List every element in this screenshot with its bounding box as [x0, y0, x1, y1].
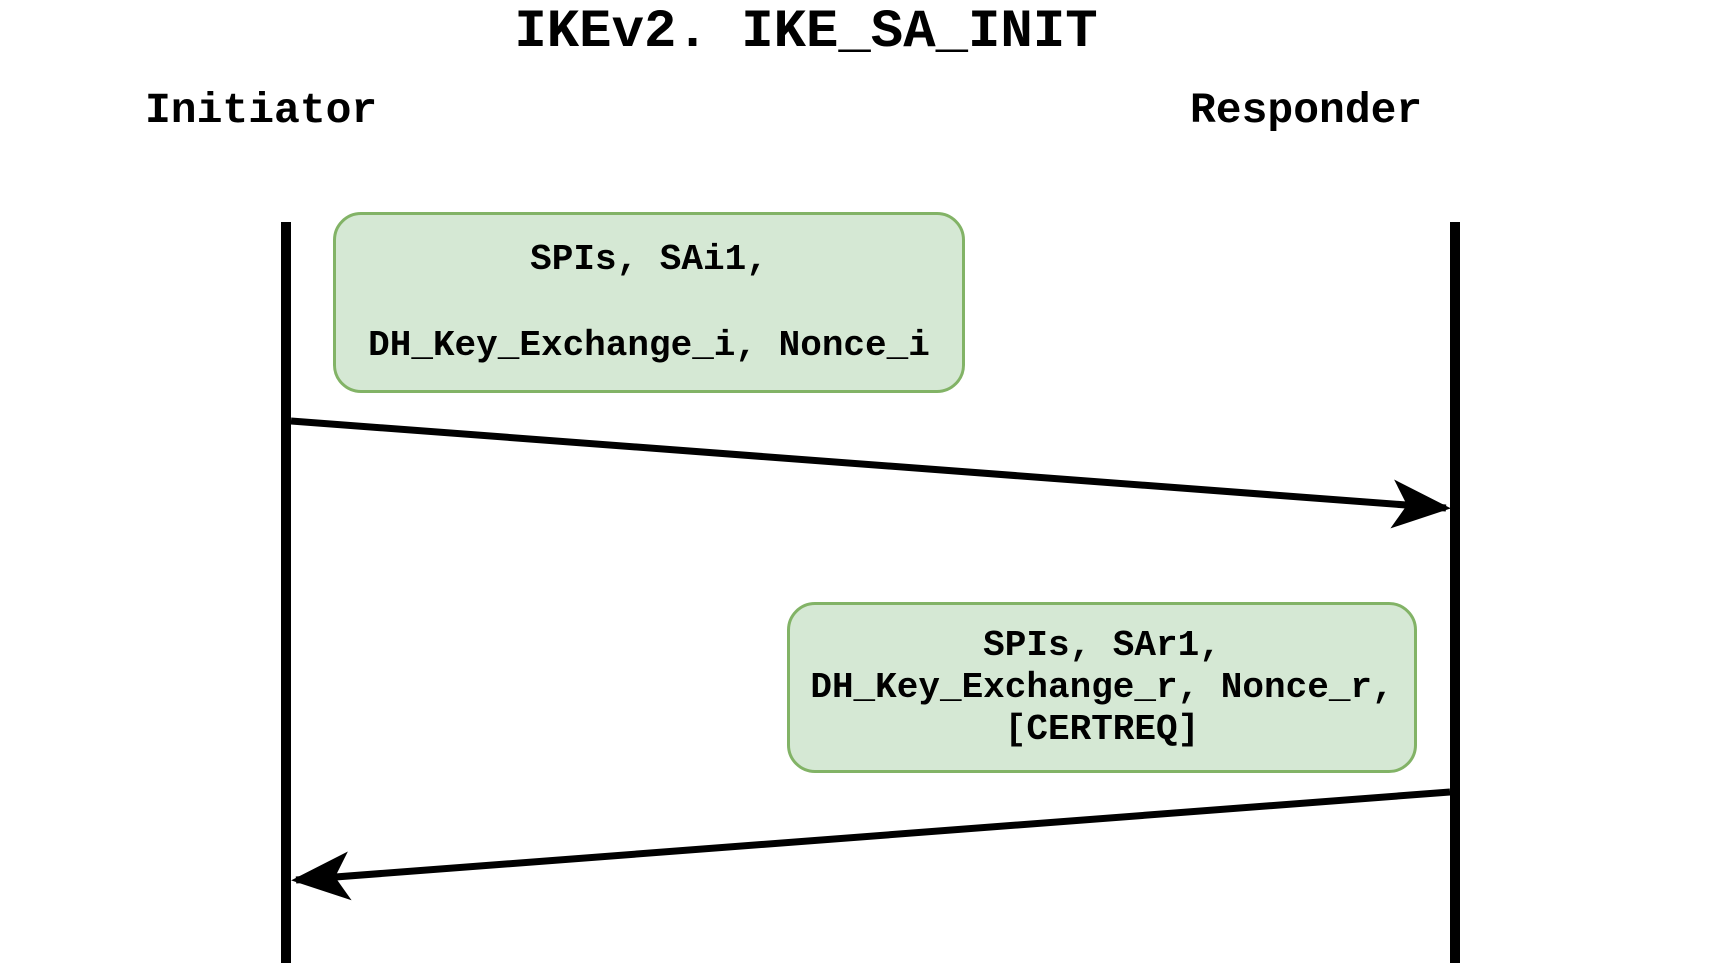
message-text: SPIs, SAr1,	[983, 624, 1221, 666]
message-arrow-request	[290, 417, 1451, 529]
message-arrow-response	[291, 788, 1451, 901]
actor-label-responder: Responder	[1190, 86, 1423, 135]
lifeline-responder	[1450, 222, 1460, 963]
diagram-title: IKEv2. IKE_SA_INIT	[514, 2, 1098, 63]
actor-label-initiator: Initiator	[145, 86, 378, 135]
message-box-request: SPIs, SAi1, DH_Key_Exchange_i, Nonce_i	[333, 212, 965, 393]
message-text: DH_Key_Exchange_i, Nonce_i	[368, 324, 930, 366]
lifeline-initiator	[281, 222, 291, 963]
message-text: DH_Key_Exchange_r, Nonce_r,	[810, 666, 1394, 708]
message-text: SPIs, SAi1,	[530, 238, 768, 280]
message-box-response: SPIs, SAr1, DH_Key_Exchange_r, Nonce_r, …	[787, 602, 1417, 773]
message-text: [CERTREQ]	[1004, 708, 1200, 750]
